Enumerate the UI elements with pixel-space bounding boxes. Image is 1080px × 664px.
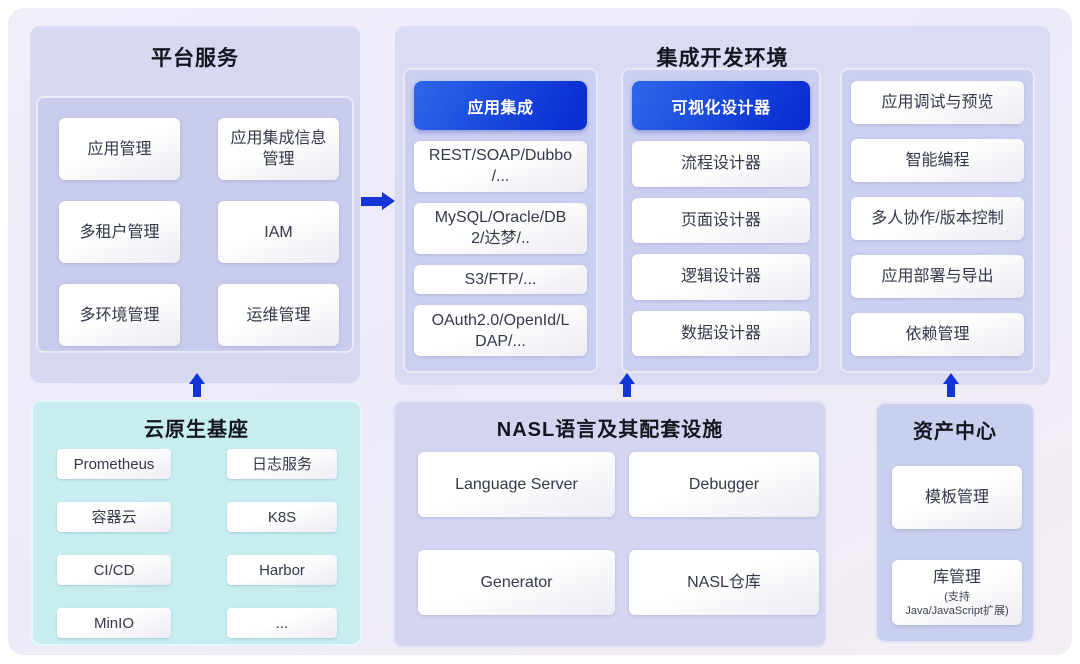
nasl-item: Language Server (418, 452, 615, 517)
ide-header-visual-designer: 可视化设计器 (632, 81, 810, 130)
cloud-item: MinIO (57, 608, 171, 638)
nasl-grid: Language Server Debugger Generator NASL仓… (418, 452, 819, 615)
ide-item: MySQL/Oracle/DB 2/达梦/.. (414, 202, 587, 254)
cloud-item: Harbor (227, 555, 337, 585)
cloud-native-base-title: 云原生基座 (144, 419, 249, 441)
ide-item: 多人协作/版本控制 (851, 197, 1024, 240)
platform-item: 运维管理 (218, 284, 339, 346)
asset-item: 模板管理 (892, 466, 1022, 529)
platform-services-panel: 应用管理 应用集成信息 管理 多租户管理 IAM 多环境管理 运维管理 (36, 96, 354, 353)
ide-item: 流程设计器 (632, 141, 810, 187)
ide-column-app-integration: 应用集成 REST/SOAP/Dubbo /... MySQL/Oracle/D… (403, 68, 598, 373)
platform-item: 应用集成信息 管理 (218, 118, 339, 180)
ide-item: 智能编程 (851, 139, 1024, 182)
arrow-up-icon (189, 373, 205, 398)
ide-item: 页面设计器 (632, 197, 810, 243)
platform-item: 多租户管理 (59, 201, 180, 263)
platform-item: 多环境管理 (59, 284, 180, 346)
cloud-item: K8S (227, 502, 337, 532)
ide-item: S3/FTP/... (414, 264, 587, 295)
cloud-native-grid: Prometheus 日志服务 容器云 K8S CI/CD Harbor Min… (57, 449, 337, 638)
asset-item-label: 模板管理 (924, 489, 989, 506)
cloud-item: 容器云 (57, 502, 171, 532)
asset-item-label: 库管理 (932, 569, 981, 586)
ide-column-tooling: 应用调试与预览 智能编程 多人协作/版本控制 应用部署与导出 依赖管理 (840, 68, 1035, 373)
platform-services-title: 平台服务 (151, 47, 239, 70)
ide-item: 应用调试与预览 (851, 81, 1024, 124)
asset-item: 库管理 (支持 Java/JavaScript扩展) (892, 560, 1022, 625)
arrow-up-icon (619, 373, 635, 398)
ide-title: 集成开发环境 (656, 47, 789, 70)
ide-column-visual-designers: 可视化设计器 流程设计器 页面设计器 逻辑设计器 数据设计器 (621, 68, 821, 373)
ide-item: 数据设计器 (632, 310, 810, 356)
ide-item: REST/SOAP/Dubbo /... (414, 141, 587, 192)
ide-item: 应用部署与导出 (851, 255, 1024, 298)
ide-header-app-integration: 应用集成 (414, 81, 587, 130)
cloud-item: 日志服务 (227, 449, 337, 479)
arrow-up-icon (943, 373, 959, 398)
ide-item: 逻辑设计器 (632, 254, 810, 300)
cloud-item: ... (227, 608, 337, 638)
nasl-item: NASL仓库 (629, 550, 819, 615)
ide-item: 依赖管理 (851, 313, 1024, 356)
platform-item: IAM (218, 201, 339, 263)
asset-item-note: (支持 Java/JavaScript扩展) (905, 591, 1009, 617)
section-nasl: NASL语言及其配套设施 Language Server Debugger Ge… (393, 400, 827, 648)
section-cloud-native-base: 云原生基座 Prometheus 日志服务 容器云 K8S CI/CD Harb… (31, 400, 362, 646)
cloud-item: CI/CD (57, 555, 171, 585)
ide-item: OAuth2.0/OpenId/L DAP/... (414, 305, 587, 356)
platform-item: 应用管理 (59, 118, 180, 180)
section-ide: 集成开发环境 应用集成 REST/SOAP/Dubbo /... MySQL/O… (395, 26, 1050, 385)
cloud-item: Prometheus (57, 449, 171, 479)
asset-center-title: 资产中心 (913, 421, 997, 443)
nasl-item: Debugger (629, 452, 819, 517)
nasl-item: Generator (418, 550, 615, 615)
section-asset-center: 资产中心 模板管理 库管理 (支持 Java/JavaScript扩展) (875, 402, 1035, 643)
nasl-title: NASL语言及其配套设施 (496, 419, 724, 441)
section-platform-services: 平台服务 应用管理 应用集成信息 管理 多租户管理 IAM 多环境管理 运维管理 (30, 26, 360, 383)
arrow-right-icon (361, 192, 395, 211)
